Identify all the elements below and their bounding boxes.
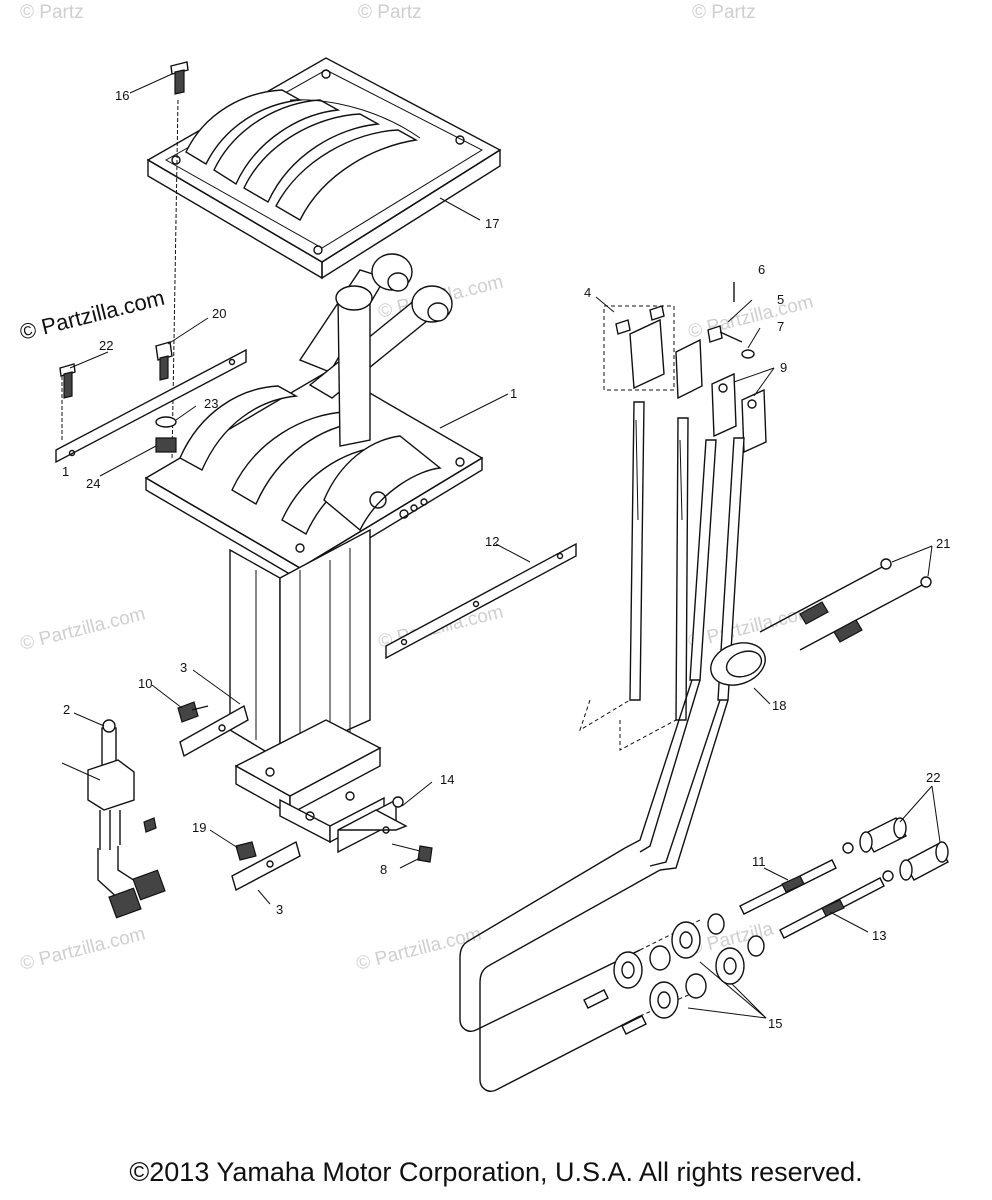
bolt-5: [177, 701, 209, 723]
watermark: © Partzilla.com: [686, 292, 815, 343]
watermark: © Partz: [358, 2, 422, 23]
screw-8: [170, 61, 189, 95]
links-13: [711, 372, 767, 454]
cable-clips-4: [603, 305, 703, 400]
washer-17: [741, 349, 755, 359]
control-cables: [579, 401, 745, 871]
part-label: 16: [115, 88, 129, 103]
watermark: © Partzilla.com: [354, 924, 483, 975]
bolt-10: [155, 341, 173, 381]
part-label: 24: [86, 476, 100, 491]
watermark: © Partz: [20, 2, 84, 23]
bracket-plate-3-lower: [231, 840, 301, 892]
part-label: 7: [777, 319, 784, 334]
part-label: 12: [485, 534, 499, 549]
cover-plate: [146, 57, 502, 280]
fittings-11: [583, 913, 765, 1035]
joints-23: [842, 817, 949, 882]
leader-lines: [61, 73, 941, 1019]
part-label: 4: [584, 285, 591, 300]
part-label: 13: [872, 928, 886, 943]
plate-left: [55, 348, 247, 464]
neutral-switch: [87, 719, 166, 919]
copyright-notice: ©2013 Yamaha Motor Corporation, U.S.A. A…: [129, 1157, 863, 1187]
part-label: 3: [180, 660, 187, 675]
part-label: 14: [440, 772, 454, 787]
part-label: 5: [777, 292, 784, 307]
washer-20: [155, 416, 177, 428]
watermark-main: © Partzilla.com: [17, 285, 167, 345]
nut-24: [155, 437, 177, 453]
part-label: 15: [768, 1016, 782, 1031]
rods-21: [759, 558, 932, 651]
watermark: © Partzilla.com: [18, 924, 147, 975]
rods-22: [739, 859, 885, 939]
nut-18: [235, 841, 257, 861]
screw-6: [59, 363, 76, 399]
bracket-7: [385, 542, 577, 660]
watermark: © Partzilla.com: [18, 604, 147, 655]
grommet-19: [710, 642, 766, 686]
part-label: 9: [780, 360, 787, 375]
part-label: 11: [752, 854, 766, 869]
cable-loops: [459, 847, 701, 1092]
part-label: 22: [99, 338, 113, 353]
block-14: [337, 796, 408, 854]
part-label: 17: [485, 216, 499, 231]
part-label: 18: [772, 698, 786, 713]
bolt-12: [391, 843, 433, 863]
bracket-plate-3-upper: [179, 704, 249, 758]
control-housing: [144, 253, 484, 844]
part-label: 2: [63, 702, 70, 717]
part-label: 1: [62, 464, 69, 479]
part-label: 23: [204, 396, 218, 411]
part-label: 19: [192, 820, 206, 835]
part-label: 6: [758, 262, 765, 277]
part-label: 20: [212, 306, 226, 321]
watermark: © Partz: [692, 2, 756, 23]
part-label: 1: [510, 386, 517, 401]
part-labels: 16 17 20 22 23 24 1 1 12 3 10 2 19 14 8 …: [62, 88, 950, 1031]
part-label: 8: [380, 862, 387, 877]
part-label: 22: [926, 770, 940, 785]
pin-15: [707, 325, 743, 343]
part-label: 21: [936, 536, 950, 551]
part-label: 3: [276, 902, 283, 917]
part-label: 10: [138, 676, 152, 691]
